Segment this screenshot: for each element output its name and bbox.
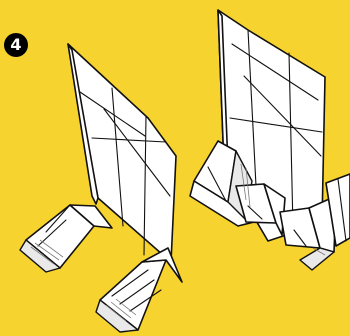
left-paper-stand <box>20 44 182 332</box>
right-paper-stand <box>190 10 350 270</box>
